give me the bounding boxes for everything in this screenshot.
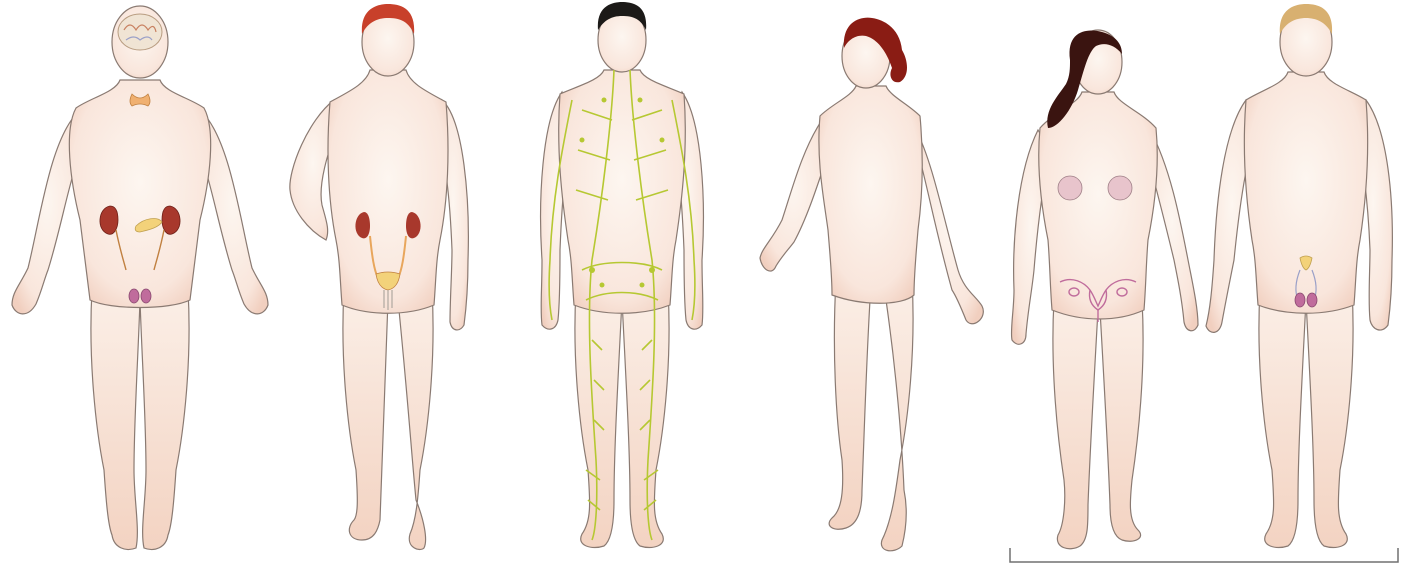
lymphatic-system-figure: [541, 2, 704, 548]
male-reproductive-figure: [1206, 4, 1392, 548]
endocrine-system-figure: [12, 6, 268, 549]
reproductive-pair-bracket: [1010, 548, 1398, 562]
brain-icon: [118, 14, 162, 50]
integumentary-system-figure: [760, 18, 983, 551]
urinary-system-figure: [290, 4, 468, 549]
female-reproductive-figure: [1011, 30, 1198, 549]
